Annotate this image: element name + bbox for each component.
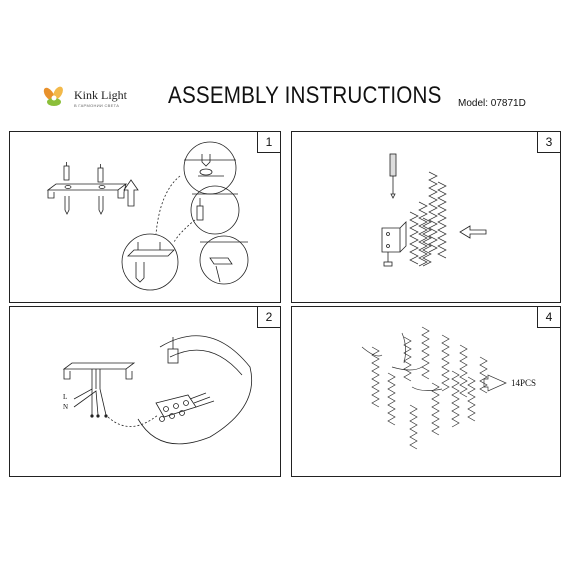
brand-name: Kink Light: [74, 88, 127, 102]
step-4-panel: 4 14PCS: [291, 306, 561, 477]
crystal-cascade-illustration: [409, 171, 447, 267]
step-number: 2: [257, 306, 281, 328]
wire-label-neutral: N: [63, 403, 69, 411]
page-title: ASSEMBLY INSTRUCTIONS: [168, 82, 442, 109]
crystal-strands-illustration: [361, 326, 507, 450]
leaf-logo-icon: [43, 86, 63, 106]
piece-count-label: 14PCS: [511, 378, 537, 388]
step-number: 3: [537, 131, 561, 153]
step-2-panel: 2 L N: [9, 306, 281, 477]
step-3-panel: 3: [291, 131, 561, 303]
step-1-panel: 1: [9, 131, 281, 303]
mounting-bracket-illustration: [46, 141, 249, 291]
brand-tagline: В ГАРМОНИИ СВЕТА: [74, 103, 120, 108]
fixture-mount-illustration: [381, 153, 487, 267]
wiring-illustration: [62, 335, 252, 445]
model-number: Model: 07871D: [458, 98, 526, 109]
brand-logo: Kink Light В ГАРМОНИИ СВЕТА: [40, 84, 150, 114]
step-number: 4: [537, 306, 561, 328]
header: Kink Light В ГАРМОНИИ СВЕТА ASSEMBLY INS…: [0, 0, 570, 130]
wire-label-live: L: [63, 393, 68, 401]
step-number: 1: [257, 131, 281, 153]
